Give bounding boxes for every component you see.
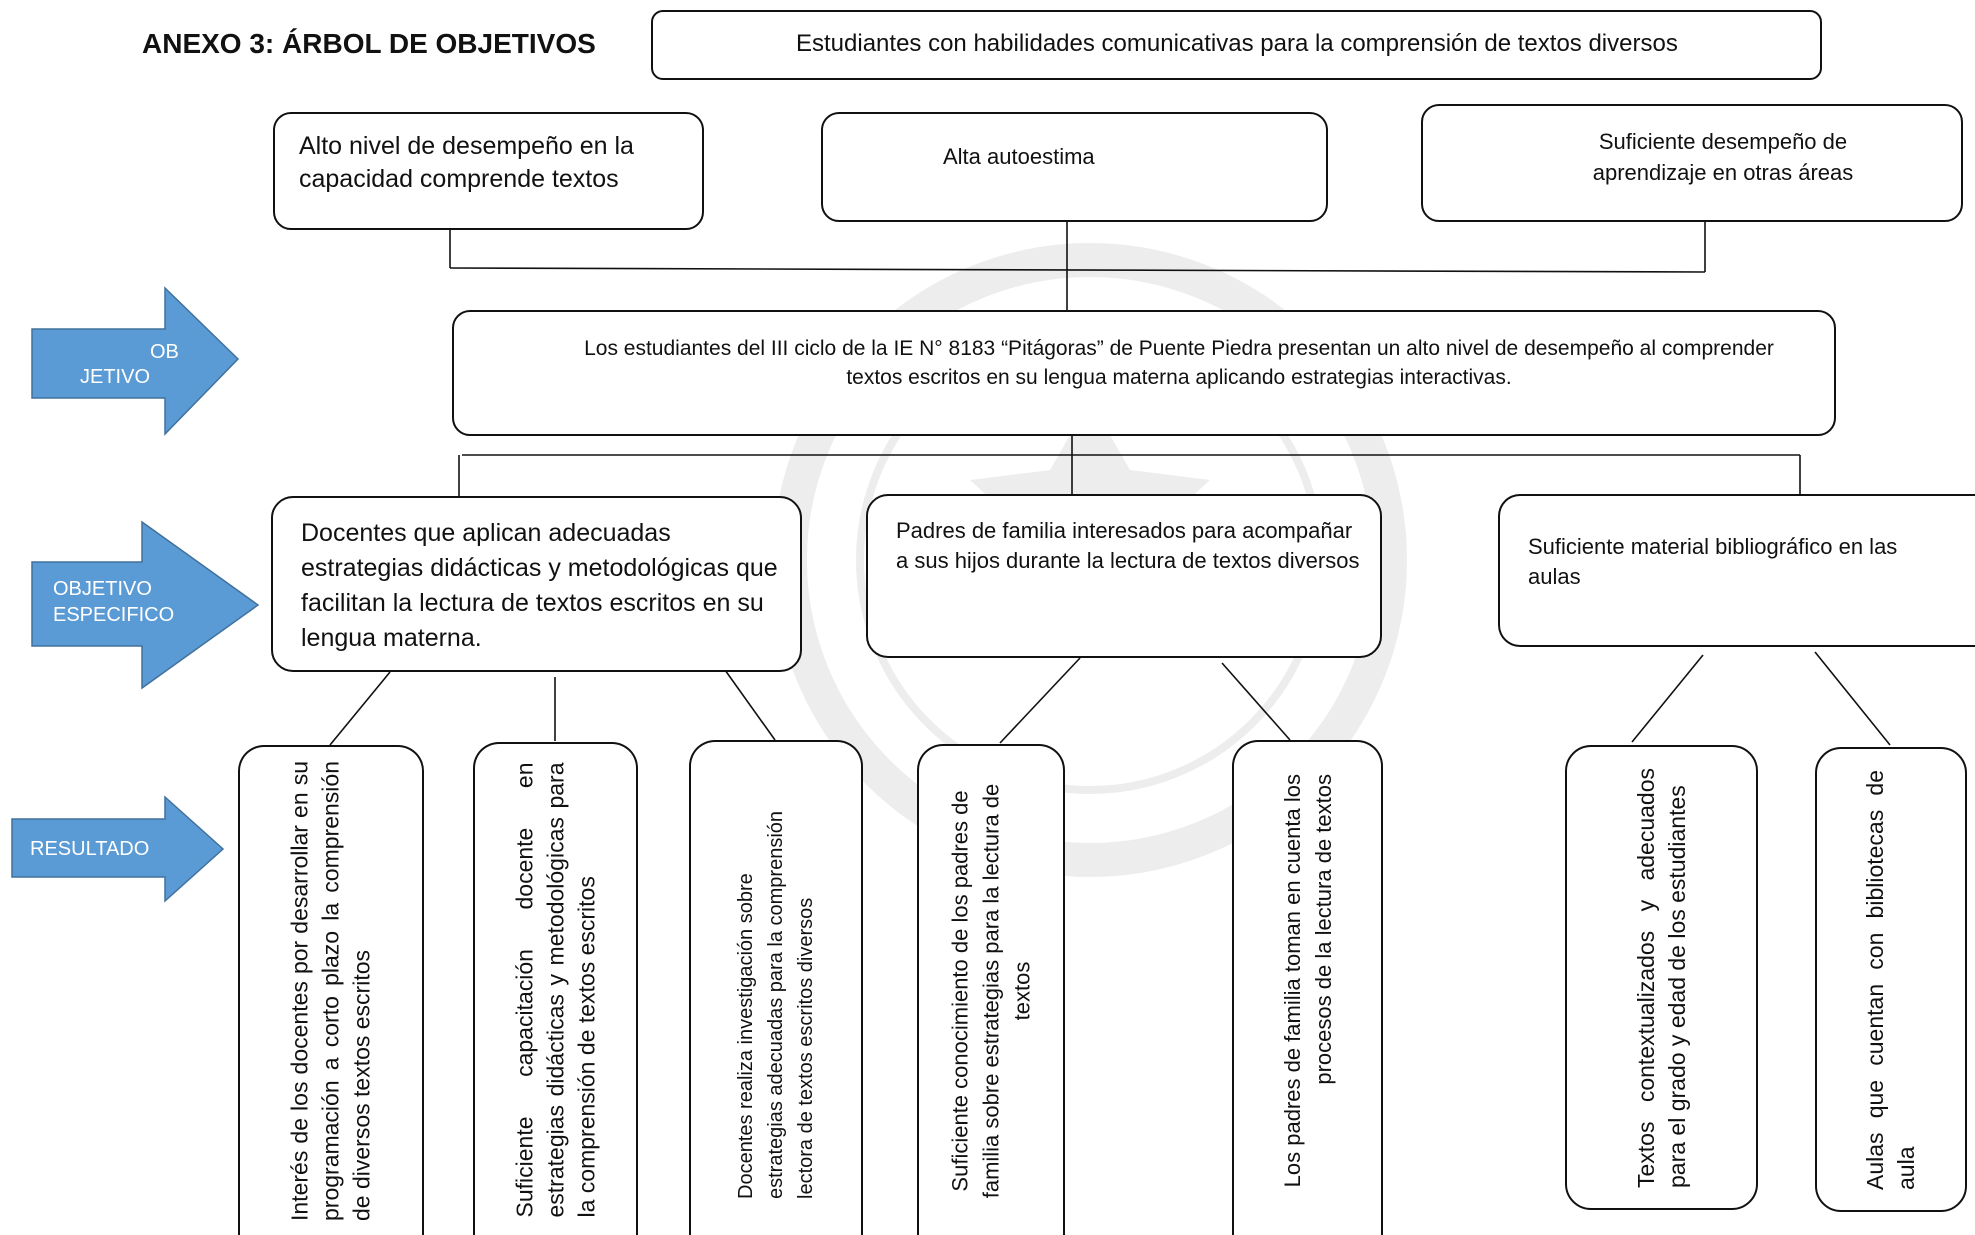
result-text-2: Suficiente capacitación docente en estra… bbox=[511, 762, 599, 1217]
effect-box-1: Alto nivel de desempeño en la capacidad … bbox=[273, 112, 704, 230]
result-box-6: Textos contextualizados y adecuados para… bbox=[1565, 745, 1758, 1210]
specific-objective-box-3: Suficiente material bibliográfico en las… bbox=[1498, 494, 1975, 647]
top-goal-box: Estudiantes con habilidades comunicativa… bbox=[651, 10, 1822, 80]
result-text-7: Aulas que cuentan con bibliotecas de aul… bbox=[1862, 769, 1919, 1190]
effect-box-2: Alta autoestima bbox=[821, 112, 1328, 222]
top-goal-text: Estudiantes con habilidades comunicativa… bbox=[796, 30, 1678, 57]
specific-objective-text-2: Padres de familia interesados para acomp… bbox=[896, 518, 1360, 573]
result-text-1: Interés de los docentes por desarrollar … bbox=[286, 761, 375, 1221]
effect-text-2: Alta autoestima bbox=[943, 144, 1095, 169]
effect-text-3: Suficiente desempeño de aprendizaje en o… bbox=[1592, 129, 1854, 185]
effect-text-1: Alto nivel de desempeño en la capacidad … bbox=[299, 132, 634, 193]
objetivo-arrow bbox=[31, 286, 240, 436]
main-objective-text: Los estudiantes del III ciclo de la IE N… bbox=[584, 337, 1774, 389]
effect-box-3: Suficiente desempeño de aprendizaje en o… bbox=[1421, 104, 1963, 222]
result-box-2: Suficiente capacitación docente en estra… bbox=[473, 742, 638, 1235]
objetivo-especifico-arrow bbox=[31, 520, 260, 690]
result-text-3: Docentes realiza investigación sobre est… bbox=[735, 810, 817, 1199]
result-box-7: Aulas que cuentan con bibliotecas de aul… bbox=[1815, 747, 1967, 1212]
page-heading: ANEXO 3: ÁRBOL DE OBJETIVOS bbox=[142, 28, 596, 59]
result-box-3: Docentes realiza investigación sobre est… bbox=[689, 740, 863, 1235]
resultado-arrow bbox=[11, 795, 225, 903]
result-text-5: Los padres de familia toman en cuenta lo… bbox=[1279, 773, 1336, 1187]
result-text-6: Textos contextualizados y adecuados para… bbox=[1632, 767, 1690, 1188]
objetivo-arrow-label-1: OB bbox=[150, 341, 179, 363]
objetivo-arrow-label-2: JETIVO bbox=[80, 366, 151, 388]
objetivo-especifico-arrow-label-1: OBJETIVO bbox=[53, 578, 152, 600]
result-box-5: Los padres de familia toman en cuenta lo… bbox=[1232, 740, 1383, 1235]
specific-objective-text-1: Docentes que aplican adecuadas estrategi… bbox=[301, 519, 778, 652]
specific-objective-box-2: Padres de familia interesados para acomp… bbox=[866, 494, 1382, 658]
result-box-1: Interés de los docentes por desarrollar … bbox=[238, 745, 424, 1235]
main-objective-box: Los estudiantes del III ciclo de la IE N… bbox=[452, 310, 1836, 436]
resultado-arrow-label: RESULTADO bbox=[30, 838, 150, 860]
result-box-4: Suficiente conocimiento de los padres de… bbox=[917, 744, 1065, 1235]
result-text-4: Suficiente conocimiento de los padres de… bbox=[947, 783, 1035, 1198]
specific-objective-text-3: Suficiente material bibliográfico en las… bbox=[1528, 534, 1898, 589]
objetivo-especifico-arrow-label-2: ESPECIFICO bbox=[53, 604, 175, 626]
specific-objective-box-1: Docentes que aplican adecuadas estrategi… bbox=[271, 496, 802, 672]
